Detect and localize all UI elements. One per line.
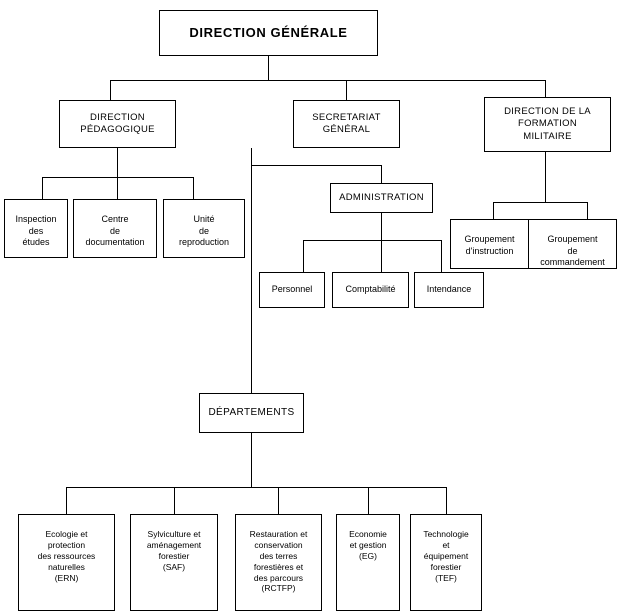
node-intendance[interactable]: Intendance (414, 272, 484, 308)
connector-secretariat-to-administration (251, 165, 382, 166)
node-dept-rctfp[interactable]: Restauration et conservation des terres … (235, 514, 322, 611)
connector-secretariat-to-departements (251, 165, 252, 393)
node-dept-saf-label: Sylviculture et aménagement forestier (S… (146, 529, 202, 572)
connector-drop-groupement-instruction (493, 202, 494, 219)
node-secretariat-general-label: SECRETARIAT GÉNÉRAL (312, 111, 381, 135)
node-direction-pedagogique[interactable]: DIRECTION PÉDAGOGIQUE (59, 100, 176, 148)
node-direction-formation-militaire[interactable]: DIRECTION DE LA FORMATION MILITAIRE (484, 97, 611, 152)
connector-drop-groupement-commandement (587, 202, 588, 219)
node-groupement-instruction[interactable]: Groupement d'instruction (450, 219, 529, 269)
node-dept-tef[interactable]: Technologie et équipement forestier (TEF… (410, 514, 482, 611)
node-unite-reproduction-label: Unité de reproduction (178, 214, 230, 248)
node-personnel[interactable]: Personnel (259, 272, 325, 308)
connector-drop-direction-formation-militaire (545, 80, 546, 100)
node-inspection-etudes[interactable]: Inspection des études (4, 199, 68, 258)
node-centre-documentation[interactable]: Centre de documentation (73, 199, 157, 258)
node-dept-ern-label: Ecologie et protection des ressources na… (37, 529, 96, 583)
connector-drop-personnel (303, 240, 304, 272)
connector-administration-stem (381, 213, 382, 241)
connector-drop-dept-ern (66, 487, 67, 514)
node-direction-generale-label: DIRECTION GÉNÉRALE (189, 24, 348, 40)
node-direction-generale[interactable]: DIRECTION GÉNÉRALE (159, 10, 378, 56)
connector-administration-drop (381, 165, 382, 183)
node-administration[interactable]: ADMINISTRATION (330, 183, 433, 213)
node-dept-eg[interactable]: Economie et gestion (EG) (336, 514, 400, 611)
connector-drop-direction-pedagogique (110, 80, 111, 100)
node-centre-documentation-label: Centre de documentation (85, 214, 145, 248)
node-direction-pedagogique-label: DIRECTION PÉDAGOGIQUE (80, 111, 155, 135)
connector-root-stem (268, 56, 269, 81)
node-unite-reproduction[interactable]: Unité de reproduction (163, 199, 245, 258)
connector-administration-bus (303, 240, 442, 241)
connector-drop-intendance (441, 240, 442, 272)
node-comptabilite-label: Comptabilité (345, 284, 396, 295)
connector-drop-comptabilite (381, 240, 382, 272)
connector-drop-dept-tef (446, 487, 447, 514)
node-departements-label: DÉPARTEMENTS (208, 406, 295, 418)
node-dept-rctfp-label: Restauration et conservation des terres … (249, 529, 308, 594)
connector-formation-militaire-stem (545, 152, 546, 203)
node-groupement-commandement-label: Groupement de commandement (540, 234, 605, 268)
connector-level2-bus (110, 80, 546, 81)
connector-drop-dept-eg (368, 487, 369, 514)
node-dept-saf[interactable]: Sylviculture et aménagement forestier (S… (130, 514, 218, 611)
connector-drop-dept-saf (174, 487, 175, 514)
connector-departements-stem (251, 433, 252, 488)
connector-drop-unite-reproduction (193, 177, 194, 199)
node-comptabilite[interactable]: Comptabilité (332, 272, 409, 308)
node-intendance-label: Intendance (426, 284, 472, 295)
node-groupement-instruction-label: Groupement d'instruction (464, 234, 515, 256)
node-departements[interactable]: DÉPARTEMENTS (199, 393, 304, 433)
node-personnel-label: Personnel (271, 284, 313, 295)
connector-drop-dept-rctfp (278, 487, 279, 514)
connector-secretariat-stem (251, 148, 252, 166)
node-dept-tef-label: Technologie et équipement forestier (TEF… (423, 529, 469, 583)
connector-pedagogique-bus (42, 177, 194, 178)
connector-formation-militaire-bus (493, 202, 588, 203)
node-inspection-etudes-label: Inspection des études (15, 214, 57, 248)
node-secretariat-general[interactable]: SECRETARIAT GÉNÉRAL (293, 100, 400, 148)
node-administration-label: ADMINISTRATION (339, 191, 424, 203)
node-dept-ern[interactable]: Ecologie et protection des ressources na… (18, 514, 115, 611)
node-groupement-commandement[interactable]: Groupement de commandement (528, 219, 617, 269)
node-direction-formation-militaire-label: DIRECTION DE LA FORMATION MILITAIRE (504, 106, 591, 142)
connector-drop-secretariat-general (346, 80, 347, 100)
connector-drop-inspection-etudes (42, 177, 43, 199)
connector-pedagogique-stem (117, 148, 118, 178)
node-dept-eg-label: Economie et gestion (EG) (349, 529, 387, 561)
connector-drop-centre-documentation (117, 177, 118, 199)
connector-departements-bus (66, 487, 446, 488)
